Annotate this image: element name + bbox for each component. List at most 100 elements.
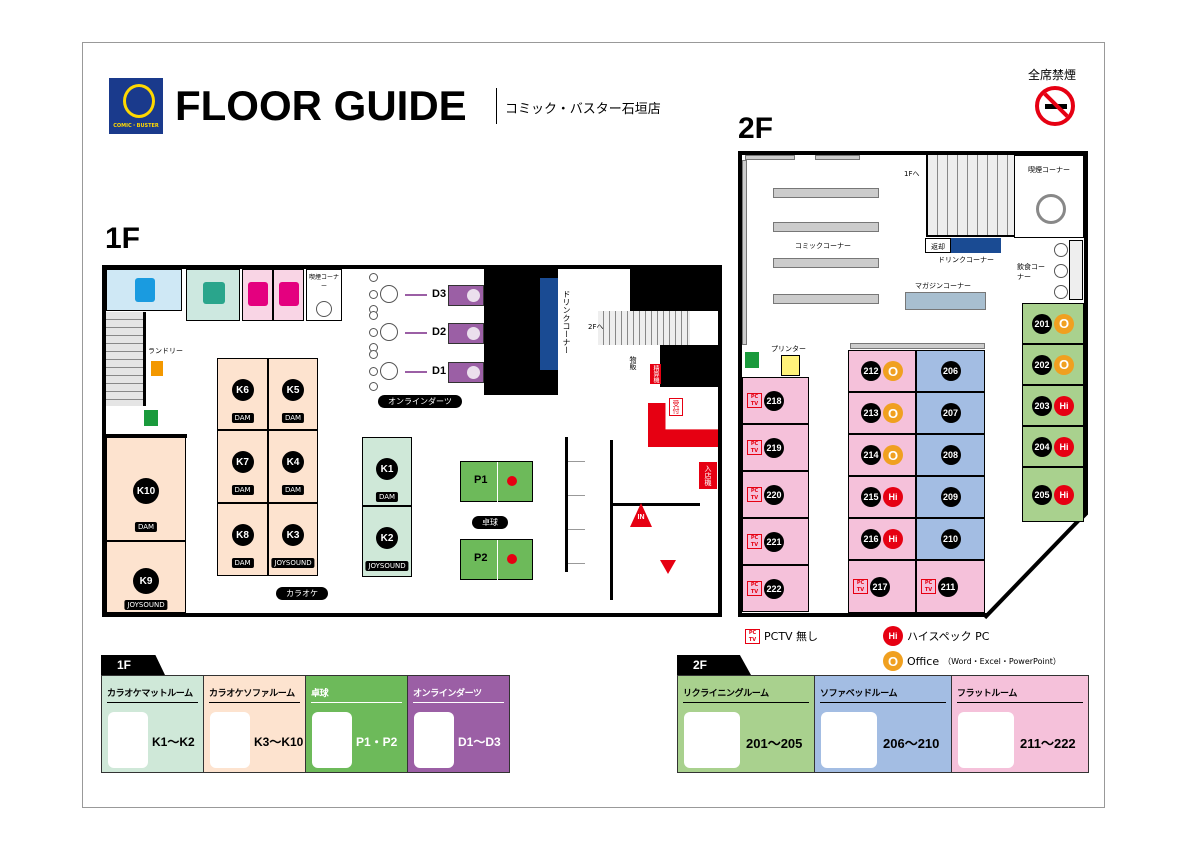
shelf — [742, 160, 747, 345]
karaoke-system: DAM — [231, 558, 254, 568]
dart-machine-id: D1 — [432, 365, 447, 377]
room-207[interactable]: 207 — [916, 392, 985, 434]
entry-machine[interactable]: 入店機 — [699, 462, 717, 489]
pingpong-table-p2[interactable]: P2 — [460, 539, 533, 580]
stool — [369, 290, 378, 299]
room-206[interactable]: 206 — [916, 350, 985, 392]
drink-corner-label: ドリンクコーナー — [938, 256, 994, 264]
room-photo — [312, 712, 352, 768]
smoking-icon — [1036, 194, 1066, 224]
wall — [143, 312, 146, 406]
office-icon: O — [1054, 313, 1074, 334]
room-number: 221 — [764, 531, 784, 552]
eating-corner-label: 飲食コーナー — [1017, 263, 1045, 281]
seating-row — [565, 437, 585, 572]
karaoke-system: DAM — [231, 413, 254, 423]
wall — [610, 440, 613, 600]
highspec-icon: Hi — [883, 487, 903, 507]
pingpong-label: 卓球 — [472, 516, 508, 529]
dart-machine-id: D2 — [432, 326, 447, 338]
stairs-to-2f — [598, 311, 690, 345]
womens-restroom-1 — [242, 269, 273, 321]
highspec-icon: Hi — [1054, 436, 1074, 457]
emergency-exit-icon — [144, 410, 158, 426]
women-icon — [248, 282, 268, 306]
room-number: 205 — [1032, 484, 1052, 505]
room-number: 217 — [870, 576, 890, 597]
dart-machine-d1[interactable] — [448, 362, 484, 383]
legend-room-type: 卓球 — [311, 686, 402, 703]
dart-machine-d3[interactable] — [448, 285, 484, 306]
seat — [1054, 264, 1068, 278]
room-number: 220 — [764, 484, 784, 505]
room-208[interactable]: 208 — [916, 434, 985, 476]
room-number: 210 — [940, 529, 961, 549]
room-number: 219 — [764, 437, 784, 458]
pingpong-table-p1[interactable]: P1 — [460, 461, 533, 502]
room-210[interactable]: 210 — [916, 518, 985, 560]
room-photo — [821, 712, 877, 768]
womens-restroom-2 — [273, 269, 304, 321]
dart-icon — [405, 294, 427, 296]
legend-room-range: 201〜205 — [746, 736, 803, 751]
room-number: 206 — [940, 361, 961, 381]
goods-label: 物販 — [629, 356, 637, 370]
printer[interactable] — [781, 355, 800, 376]
smoking-icon — [316, 301, 332, 317]
legend-text: ハイスペック PC — [907, 630, 990, 643]
highspec-icon: Hi — [883, 529, 903, 549]
room-number: 222 — [764, 578, 784, 599]
room-number: 202 — [1032, 354, 1052, 375]
return-shelf: 返却 — [925, 238, 951, 253]
room-209[interactable]: 209 — [916, 476, 985, 518]
room-photo — [210, 712, 250, 768]
stairs-up-label: 2Fへ — [588, 323, 604, 331]
karaoke-system: DAM — [231, 485, 254, 495]
highspec-icon: Hi — [1054, 395, 1074, 416]
dart-machine-d2[interactable] — [448, 323, 484, 344]
office-icon: O — [883, 403, 903, 423]
drink-corner-label: ドリンクコーナー — [562, 290, 571, 354]
comic-corner-label: コミックコーナー — [795, 242, 851, 250]
legend-2f-tab: 2F — [677, 655, 751, 675]
no-pctv-icon: PC TV — [747, 581, 762, 596]
no-smoking-label: 全席禁煙 — [1028, 68, 1077, 82]
no-pctv-icon: PC TV — [745, 628, 760, 644]
magazine-corner-label: マガジンコーナー — [915, 282, 971, 290]
stool — [369, 367, 378, 376]
room-number: 203 — [1032, 395, 1052, 416]
checkout-machine[interactable]: 精算機 — [650, 364, 661, 384]
